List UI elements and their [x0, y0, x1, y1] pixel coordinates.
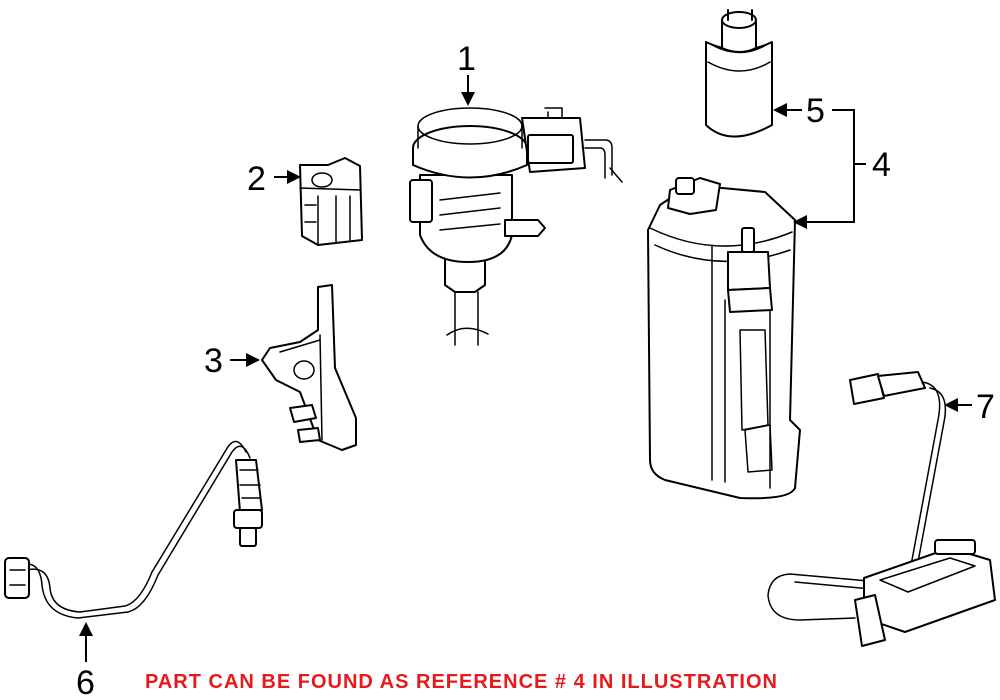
reference-note: PART CAN BE FOUND AS REFERENCE # 4 IN IL…	[145, 671, 778, 693]
callout-3: 3	[204, 342, 223, 380]
part-2-bracket-clip	[299, 157, 363, 246]
part-1-purge-valve	[409, 107, 623, 346]
part-4-charcoal-canister	[647, 177, 801, 500]
part-6-oxygen-sensor	[4, 440, 263, 619]
part-7-nox-sensor	[767, 371, 996, 647]
callout-6: 6	[76, 664, 95, 700]
callout-7: 7	[976, 388, 995, 426]
callout-5: 5	[806, 92, 825, 130]
callout-2: 2	[247, 160, 266, 198]
callout-4: 4	[872, 146, 891, 184]
callout-leaders	[79, 75, 972, 662]
callout-1: 1	[457, 40, 476, 78]
part-3-mount-bracket	[261, 284, 357, 451]
part-5-filter	[705, 9, 773, 138]
